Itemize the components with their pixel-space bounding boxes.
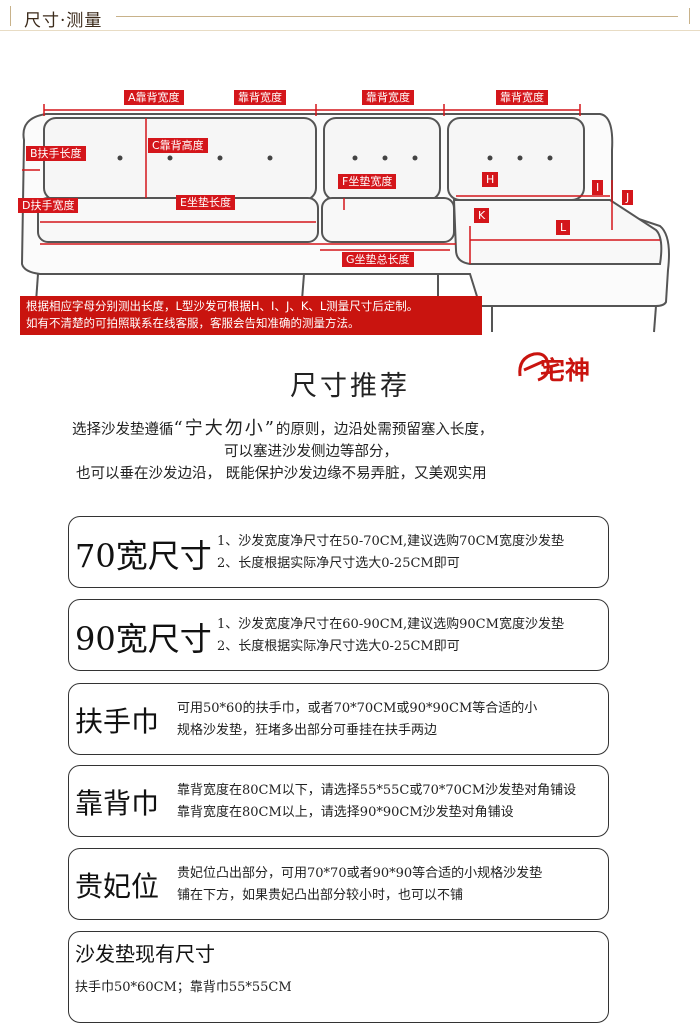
recommend-title: 尺寸推荐: [290, 371, 410, 402]
box-label: 靠背巾: [75, 787, 160, 820]
intro-line-1: 选择沙发垫遵循“宁大勿小”的原则，边沿处需预留塞入长度，: [72, 417, 652, 442]
size-box-armrest: 扶手巾 可用50*60的扶手巾，或者70*70CM或90*90CM等合适的小 规…: [68, 683, 609, 755]
section-header: 尺寸·测量: [0, 0, 700, 34]
box-line-1: 1、沙发宽度净尺寸在60-90CM,建议选购90CM宽度沙发垫: [217, 617, 564, 632]
intro-line-2: 可以塞进沙发侧边等部分，: [224, 444, 398, 460]
label-f-cushion-width: F坐垫宽度: [338, 174, 397, 189]
existing-sizes-line: 扶手巾50*60CM；靠背巾55*55CM: [75, 980, 292, 995]
label-d-armrest-width: D扶手宽度: [18, 198, 79, 213]
header-mark: [10, 6, 11, 26]
intro-line-3: 也可以垂在沙发边沿， 既能保护沙发边缘不易弄脏，又美观实用: [76, 466, 487, 482]
box-line-1: 可用50*60的扶手巾，或者70*70CM或90*90CM等合适的小: [177, 701, 538, 716]
box-label: 贵妃位: [75, 870, 160, 903]
box-label: 90宽尺寸: [75, 620, 212, 658]
box-line-1: 1、沙发宽度净尺寸在50-70CM,建议选购70CM宽度沙发垫: [217, 534, 564, 549]
label-c-back-height: C靠背高度: [148, 138, 208, 153]
existing-sizes-box: 沙发垫现有尺寸 扶手巾50*60CM；靠背巾55*55CM: [68, 931, 609, 1023]
intro-post: 的原则，边沿处需预留塞入长度，: [275, 422, 494, 438]
box-line-2: 靠背宽度在80CM以上，请选择90*90CM沙发垫对角铺设: [177, 805, 514, 820]
sofa-measurement-diagram: A靠背宽度 靠背宽度 靠背宽度 靠背宽度 B扶手长度 C靠背高度 D扶手宽度 E…: [0, 40, 700, 340]
label-j: J: [622, 190, 634, 205]
size-box-backrest: 靠背巾 靠背宽度在80CM以下，请选择55*55C或70*70CM沙发垫对角铺设…: [68, 765, 609, 837]
label-g-total-length: G坐垫总长度: [342, 252, 414, 267]
box-line-2: 铺在下方，如果贵妃凸出部分较小时，也可以不铺: [177, 888, 464, 903]
label-i: I: [592, 180, 604, 195]
existing-sizes-title: 沙发垫现有尺寸: [75, 942, 215, 966]
label-back-width-3: 靠背宽度: [362, 90, 414, 105]
box-line-1: 贵妃位凸出部分，可用70*70或者90*90等合适的小规格沙发垫: [177, 866, 543, 881]
brand-logo-text: 宅神: [540, 356, 591, 385]
measurement-notice: 根据相应字母分别测出长度，L型沙发可根据H、I、J、K、L测量尺寸后定制。 如有…: [20, 296, 482, 335]
intro-pre: 选择沙发垫遵循: [72, 422, 174, 438]
label-back-width-2: 靠背宽度: [234, 90, 286, 105]
brand-logo-icon: [518, 352, 550, 382]
box-line-2: 2、长度根据实际净尺寸选大0-25CM即可: [217, 639, 460, 654]
intro-quote: “宁大勿小”: [173, 418, 276, 439]
label-a-back-width: A靠背宽度: [124, 90, 184, 105]
box-line-2: 2、长度根据实际净尺寸选大0-25CM即可: [217, 556, 460, 571]
box-label: 扶手巾: [75, 705, 160, 738]
box-line-2: 规格沙发垫，狂堵多出部分可垂挂在扶手两边: [177, 723, 438, 738]
label-b-armrest-length: B扶手长度: [26, 146, 86, 161]
label-k: K: [474, 208, 490, 223]
box-line-1: 靠背宽度在80CM以下，请选择55*55C或70*70CM沙发垫对角铺设: [177, 783, 577, 798]
size-box-90: 90宽尺寸 1、沙发宽度净尺寸在60-90CM,建议选购90CM宽度沙发垫 2、…: [68, 599, 609, 671]
label-l: L: [556, 220, 571, 235]
notice-line-2: 如有不清楚的可拍照联系在线客服，客服会告知准确的测量方法。: [26, 316, 360, 330]
label-e-cushion-length: E坐垫长度: [176, 195, 235, 210]
label-back-width-4: 靠背宽度: [496, 90, 548, 105]
header-underline: [0, 30, 700, 31]
label-h: H: [482, 172, 499, 187]
header-end-mark: [689, 8, 690, 24]
box-label: 70宽尺寸: [75, 537, 212, 575]
size-box-chaise: 贵妃位 贵妃位凸出部分，可用70*70或者90*90等合适的小规格沙发垫 铺在下…: [68, 848, 609, 920]
section-title: 尺寸·测量: [24, 11, 103, 31]
sofa-sketch: [20, 104, 670, 333]
header-divider: [116, 16, 678, 17]
notice-line-1: 根据相应字母分别测出长度，L型沙发可根据H、I、J、K、L测量尺寸后定制。: [26, 299, 419, 313]
size-box-70: 70宽尺寸 1、沙发宽度净尺寸在50-70CM,建议选购70CM宽度沙发垫 2、…: [68, 516, 609, 588]
